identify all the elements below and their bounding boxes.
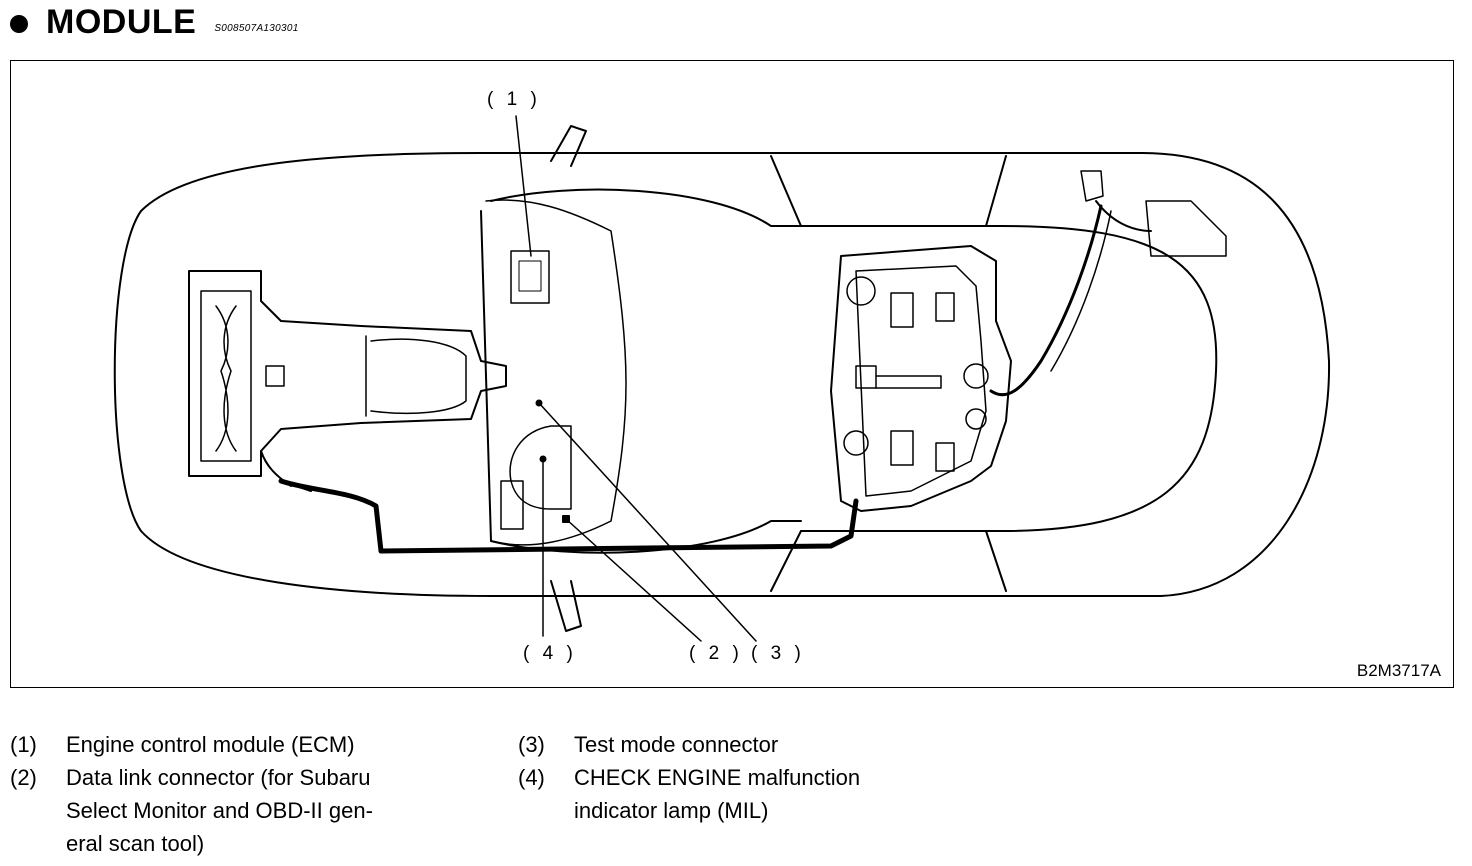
legend-item: (1) Engine control module (ECM) bbox=[10, 728, 480, 761]
legend-text: Test mode connector bbox=[574, 732, 779, 757]
roof-lines bbox=[770, 155, 1007, 592]
leader-line-1 bbox=[515, 115, 532, 257]
car-top-view-drawing bbox=[113, 115, 1331, 642]
legend-right-column: (3) Test mode connector (4) CHECK ENGINE… bbox=[518, 728, 1038, 827]
vehicle-diagram: ( 1 ) ( 2 ) ( 3 ) ( 4 ) B2M3717A bbox=[10, 60, 1454, 688]
legend-text: CHECK ENGINE malfunction indicator lamp … bbox=[574, 765, 861, 823]
legend-number: (4) bbox=[518, 765, 545, 790]
leader-line-2 bbox=[565, 518, 702, 642]
engine-block bbox=[188, 270, 507, 477]
callout-3: ( 3 ) bbox=[751, 643, 805, 664]
legend-item: (3) Test mode connector bbox=[518, 728, 1038, 761]
ecm-box bbox=[510, 250, 550, 304]
legend-number: (1) bbox=[10, 732, 37, 757]
bullet-icon bbox=[10, 15, 28, 33]
steering-wheel bbox=[509, 425, 572, 510]
leader-line-3 bbox=[538, 402, 757, 642]
cabin-outline bbox=[480, 210, 1218, 542]
fuel-tank bbox=[830, 245, 1012, 512]
callout-2: ( 2 ) bbox=[689, 643, 743, 664]
lower-box bbox=[500, 480, 524, 530]
legend-number: (2) bbox=[10, 765, 37, 790]
callout-1: ( 1 ) bbox=[487, 89, 541, 110]
legend-number: (3) bbox=[518, 732, 545, 757]
document-code: S008507A130301 bbox=[214, 22, 299, 34]
figure-code: B2M3717A bbox=[1356, 661, 1441, 680]
mirror-top bbox=[550, 125, 587, 167]
car-body-outline bbox=[113, 152, 1331, 597]
dashboard bbox=[485, 199, 627, 546]
section-title: MODULE bbox=[46, 2, 197, 41]
legend-left-column: (1) Engine control module (ECM) (2) Data… bbox=[10, 728, 480, 860]
windshield bbox=[490, 188, 802, 554]
legend-item: (2) Data link connector (for Subaru Sele… bbox=[10, 761, 480, 860]
legend-item: (4) CHECK ENGINE malfunction indicator l… bbox=[518, 761, 1038, 827]
section-header: MODULE S008507A130301 bbox=[10, 2, 299, 42]
legend-text: Engine control module (ECM) bbox=[66, 732, 355, 757]
rear-connector bbox=[1145, 200, 1227, 257]
legend-text: Data link connector (for Subaru Select M… bbox=[66, 765, 373, 856]
callout-4: ( 4 ) bbox=[523, 643, 577, 664]
mirror-bottom bbox=[550, 580, 582, 632]
